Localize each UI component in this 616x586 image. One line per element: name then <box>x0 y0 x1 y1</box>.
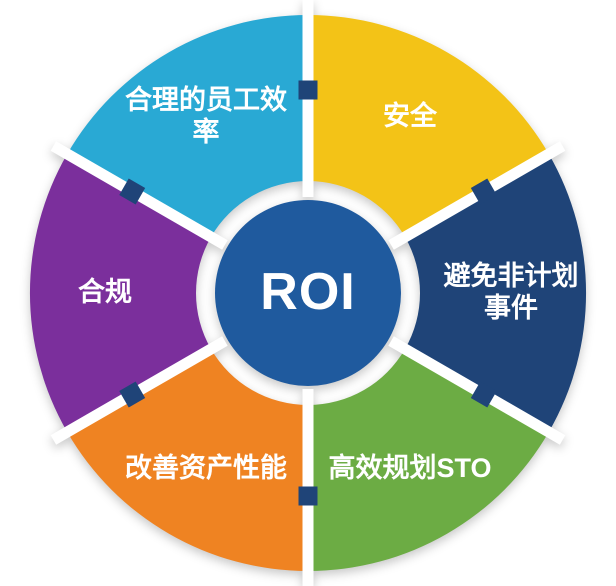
connector-square <box>298 80 318 100</box>
center-circle <box>215 200 401 386</box>
segment-wedge-avoid-unplanned-events <box>405 154 587 432</box>
connector-square <box>298 486 318 506</box>
connector-square <box>119 178 146 205</box>
segment-wedge-compliance <box>29 154 212 432</box>
connector-square <box>470 381 497 408</box>
connector-square <box>470 178 497 205</box>
connector-square <box>119 381 146 408</box>
